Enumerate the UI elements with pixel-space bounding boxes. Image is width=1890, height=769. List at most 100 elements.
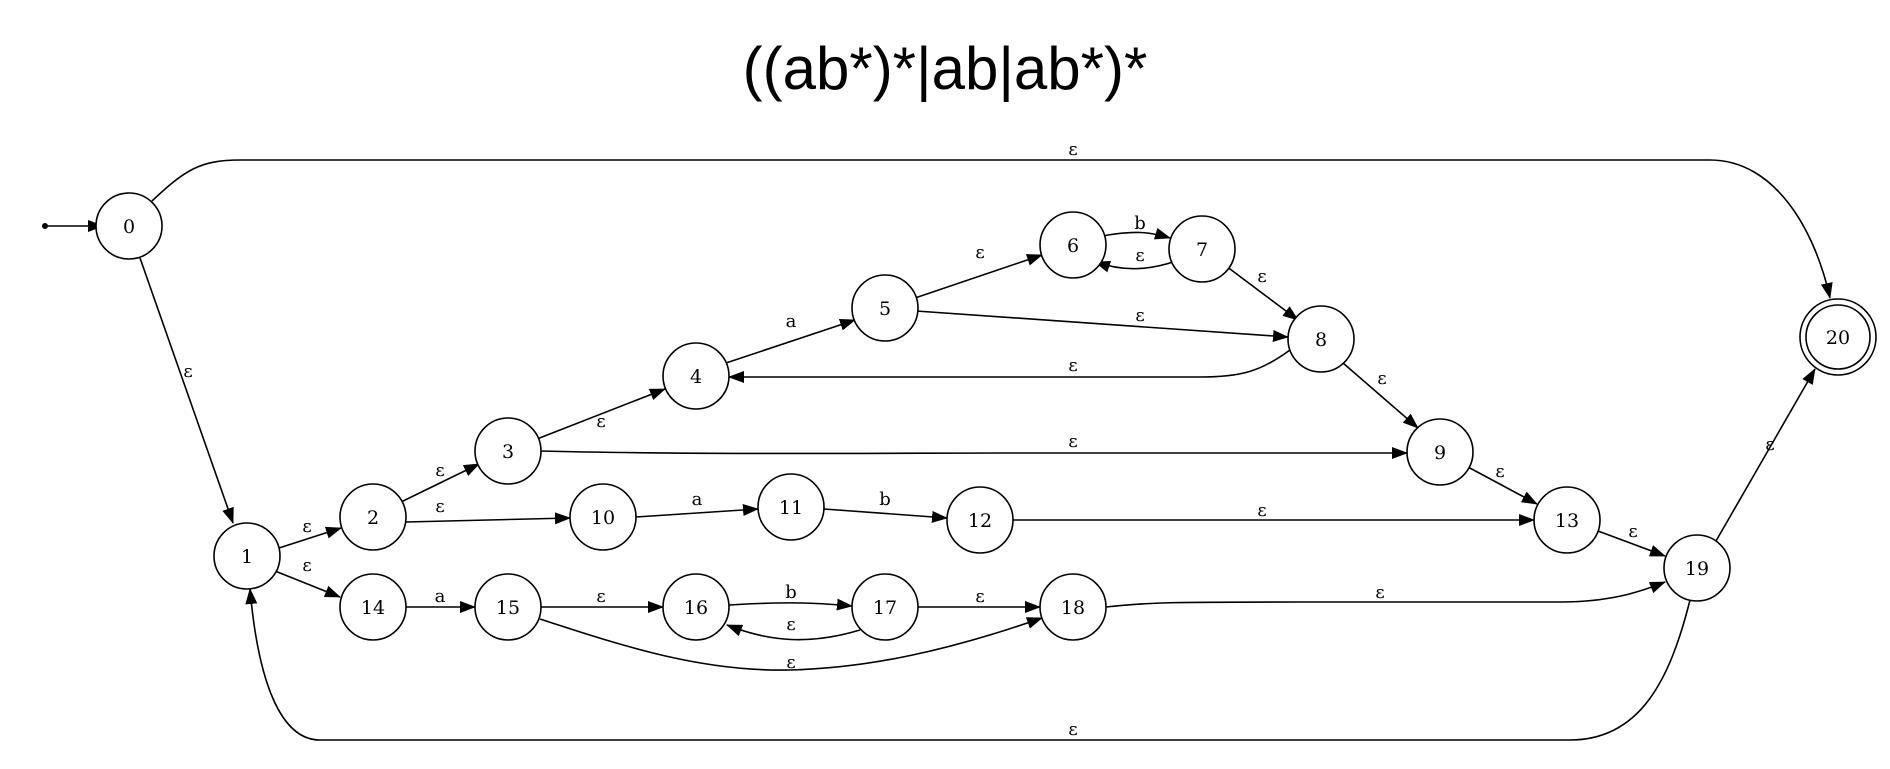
state-circle [1287,305,1355,373]
transition-arrow [915,310,1289,342]
state-circle [1533,486,1601,554]
transition-arrow [728,598,853,611]
transition-label: ε [183,361,192,382]
transition-7-6: ε [1094,245,1177,273]
transition-arrow [1101,227,1171,240]
state-14: 14 [339,573,407,641]
transition-label: ε [596,586,605,607]
transition-arrow [726,624,861,641]
transition-17-18: ε [918,586,1041,613]
state-circle [662,573,730,641]
state-circle [1039,211,1107,279]
state-7: 7 [1168,215,1236,283]
transition-label: ε [1068,431,1077,452]
state-label: 0 [123,216,135,238]
state-20: 20 [1799,298,1877,376]
state-label: 19 [1685,558,1709,580]
state-3: 3 [474,417,542,485]
transition-label: ε [1377,368,1386,389]
state-label: 7 [1196,239,1208,261]
diagram-title: ((ab*)*|ab|ab*)* [742,35,1148,102]
transition-label: b [1134,213,1146,234]
transition-label: ε [1068,355,1077,376]
state-15: 15 [474,573,542,641]
transition-7-8: ε [1225,265,1299,321]
transition-arrow [405,512,571,525]
transition-arrow [719,319,856,366]
transition-12-13: ε [1013,500,1535,526]
state-circle [851,274,919,342]
state-4: 4 [662,342,730,410]
state-label: 20 [1826,327,1850,349]
transition-arrow [1105,581,1666,608]
transition-label: b [785,582,797,603]
transition-5-8: ε [915,305,1289,342]
transition-1-14: ε [274,555,341,598]
transition-8-9: ε [1342,362,1419,429]
state-6: 6 [1039,211,1107,279]
state-label: 5 [879,298,891,320]
transition-13-19: ε [1597,521,1666,557]
transition-arrow [635,503,759,518]
state-circle [339,573,407,641]
accepting-inner-circle [1805,304,1871,370]
transition-label: ε [1628,521,1637,542]
state-label: 6 [1067,235,1079,257]
transition-label: ε [1068,719,1077,740]
transition-15-16: ε [541,586,664,613]
transition-label: ε [1375,582,1384,603]
state-label: 15 [496,597,520,619]
transition-6-7: b [1101,213,1171,240]
transition-arrow [400,463,480,503]
state-8: 8 [1287,305,1355,373]
transition-label: a [786,311,797,332]
state-label: 3 [502,441,514,463]
state-label: 12 [968,510,992,532]
transition-arrow [1094,260,1177,273]
transition-arrow [1715,368,1816,542]
state-circle [474,417,542,485]
transition-17-16: ε [726,614,861,641]
state-label: 4 [690,366,702,388]
state-18: 18 [1039,573,1107,641]
transition-label: ε [1257,500,1266,521]
transition-15-18: ε [539,617,1043,673]
transition-18-19: ε [1105,581,1666,608]
state-circle [1039,573,1107,641]
transition-arrow [151,159,1833,299]
state-16: 16 [662,573,730,641]
transition-label: ε [1495,461,1504,482]
state-10: 10 [569,483,637,551]
transition-arrow [274,570,341,598]
transition-3-4: ε [536,388,666,440]
state-label: 9 [1434,442,1446,464]
state-circle [1663,534,1731,602]
transition-2-3: ε [400,460,480,503]
transition-label: ε [1765,434,1774,455]
transition-10-11: a [635,489,759,518]
state-label: 2 [367,507,379,529]
transition-label: ε [435,460,444,481]
transition-arrow [1597,530,1666,557]
transition-arrow [1342,362,1419,429]
transition-arrow [914,254,1043,299]
transition-8-4: ε [728,349,1291,383]
state-circle [662,342,730,410]
transition-label: ε [1068,139,1077,160]
state-label: 18 [1061,597,1085,619]
state-circle [1168,215,1236,283]
state-19: 19 [1663,534,1731,602]
transition-2-10: ε [405,496,571,525]
transition-4-5: a [719,311,856,366]
state-circle [946,486,1014,554]
transition-1-2: ε [278,516,342,549]
state-circle [95,192,163,260]
transition-label: a [435,586,446,607]
transition-arrow [728,349,1291,383]
transition-label: b [879,489,891,510]
transition-label: ε [1135,245,1144,266]
state-9: 9 [1406,418,1474,486]
state-label: 1 [241,546,253,568]
start-arrow [42,220,104,232]
